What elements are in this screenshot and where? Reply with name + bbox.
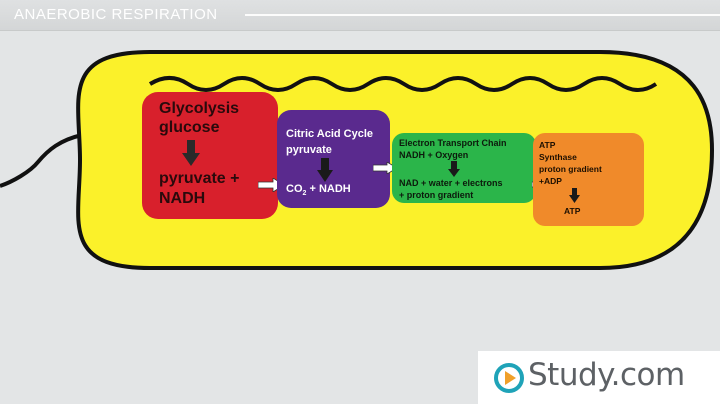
co2-label: CO xyxy=(286,183,303,195)
etc-output-2: + proton gradient xyxy=(399,190,474,200)
citric-title: Citric Acid Cycle xyxy=(286,128,374,140)
etc-input: NADH + Oxygen xyxy=(399,150,469,160)
atp-input: proton gradient xyxy=(539,164,602,174)
etc-output: NAD + water + electrons xyxy=(399,178,503,188)
title-bar: ANAEROBIC RESPIRATION xyxy=(0,0,720,31)
citric-output: CO2 + NADH xyxy=(286,183,351,197)
atp-title: ATP xyxy=(539,140,556,150)
nadh-label: + NADH xyxy=(309,183,351,195)
glycolysis-output: pyruvate + xyxy=(159,170,240,187)
logo-text: Study.com xyxy=(528,357,685,393)
atp-subtitle: Synthase xyxy=(539,152,577,162)
glycolysis-output-2: NADH xyxy=(159,190,206,207)
citric-input: pyruvate xyxy=(286,144,332,156)
atp-synthase-box: ATP Synthase proton gradient +ADP ATP xyxy=(533,133,644,226)
down-arrow-icon xyxy=(448,161,460,177)
glycolysis-input: glucose xyxy=(159,119,220,136)
down-arrow-icon xyxy=(182,140,200,166)
study-logo: Study.com xyxy=(478,351,720,404)
electron-transport-chain-box: Electron Transport Chain NADH + Oxygen N… xyxy=(392,133,536,203)
atp-output: ATP xyxy=(564,206,581,216)
down-arrow-icon xyxy=(317,158,333,182)
glycolysis-box: Glycolysis glucose pyruvate + NADH xyxy=(142,92,278,219)
citric-acid-cycle-box: Citric Acid Cycle pyruvate CO2 + NADH xyxy=(277,110,390,208)
atp-input-2: +ADP xyxy=(539,176,562,186)
down-arrow-icon xyxy=(569,188,580,203)
title-rule xyxy=(245,14,720,16)
page-title: ANAEROBIC RESPIRATION xyxy=(14,6,218,23)
co2-subscript: 2 xyxy=(302,190,307,198)
wavy-line xyxy=(148,76,658,92)
flagellum xyxy=(0,133,83,188)
etc-title: Electron Transport Chain xyxy=(399,138,507,148)
glycolysis-title: Glycolysis xyxy=(159,100,240,117)
play-icon xyxy=(494,363,524,393)
